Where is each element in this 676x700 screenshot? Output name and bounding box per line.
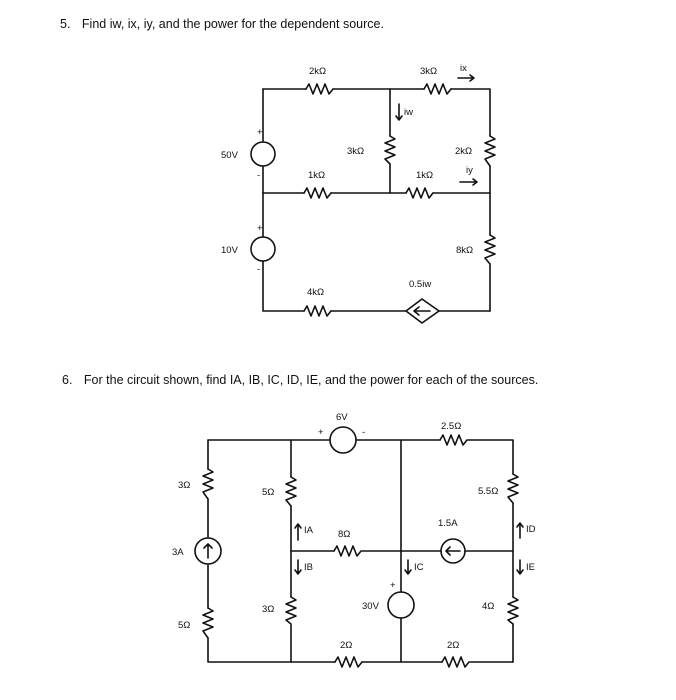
c6-label-plus-30v: + bbox=[390, 580, 396, 591]
c6-label-1-5a: 1.5A bbox=[438, 518, 458, 529]
problem-6-number: 6. bbox=[62, 373, 73, 387]
c5-resistor-2k-right bbox=[484, 135, 496, 167]
c5-voltage-source-50v bbox=[250, 141, 276, 167]
c5-label-1k-left: 1kΩ bbox=[308, 170, 325, 181]
c6-label-minus-6v: - bbox=[362, 427, 365, 438]
c5-label-2k-right: 2kΩ bbox=[455, 146, 472, 157]
c6-current-3a-arrow-icon bbox=[203, 543, 213, 559]
c5-resistor-1k-right bbox=[405, 187, 434, 199]
c5-label-plus-50: + bbox=[257, 127, 263, 138]
c5-voltage-source-10v bbox=[250, 236, 276, 262]
problem-5-number: 5. bbox=[60, 17, 71, 31]
c5-resistor-3k-vert bbox=[384, 135, 396, 165]
c5-resistor-8k-right bbox=[484, 234, 496, 265]
c5-label-50v: 50V bbox=[221, 150, 239, 161]
c6-label-ib: IB bbox=[304, 562, 313, 573]
c6-label-3-ohm-left: 3Ω bbox=[178, 480, 190, 491]
c6-label-ic: IC bbox=[414, 562, 424, 573]
c6-label-8-ohm: 8Ω bbox=[338, 529, 350, 540]
c5-arrow-ix-icon bbox=[457, 74, 475, 82]
c6-label-id: ID bbox=[526, 524, 536, 535]
c6-label-4-ohm: 4Ω bbox=[482, 601, 494, 612]
c5-label-1k-right: 1kΩ bbox=[416, 170, 433, 181]
c5-label-8k: 8kΩ bbox=[456, 245, 473, 256]
c5-resistor-1k-left bbox=[303, 187, 332, 199]
c5-wire-top bbox=[262, 88, 491, 137]
c6-wire-left-outer bbox=[207, 439, 336, 663]
c5-resistor-4k-bottom bbox=[303, 305, 332, 317]
problem-6-text: For the circuit shown, find IA, IB, IC, … bbox=[83, 373, 539, 387]
c5-label-plus-10: + bbox=[257, 223, 263, 234]
c6-resistor-2-bottom-right bbox=[441, 656, 470, 668]
c5-label-10v: 10V bbox=[221, 245, 239, 256]
c5-resistor-2k-top bbox=[305, 83, 334, 95]
c6-resistor-3-left-top bbox=[202, 468, 214, 500]
c6-resistor-5-left-bottom bbox=[202, 607, 214, 639]
c5-label-minus-50: - bbox=[257, 170, 260, 181]
c6-current-source-3a bbox=[194, 537, 222, 565]
c5-label-4k: 4kΩ bbox=[307, 287, 324, 298]
c6-label-2-ohm-left: 2Ω bbox=[340, 640, 352, 651]
c6-arrow-ia-icon bbox=[294, 523, 302, 541]
c6-label-plus-6v: + bbox=[318, 427, 324, 438]
c6-label-2-5-ohm: 2.5Ω bbox=[441, 421, 461, 432]
c6-resistor-3-inner bbox=[285, 596, 297, 625]
problem-6-statement: 6. For the circuit shown, find IA, IB, I… bbox=[62, 373, 538, 387]
c5-label-iw: iw bbox=[404, 107, 413, 118]
c6-label-30v: 30V bbox=[362, 601, 380, 612]
problem-5-text: Find iw, ix, iy, and the power for the d… bbox=[81, 17, 384, 31]
c6-resistor-5-5-right bbox=[507, 473, 519, 504]
c6-resistor-4-right bbox=[507, 596, 519, 625]
c5-arrow-iw-icon bbox=[395, 103, 403, 121]
c5-label-3k-vert: 3kΩ bbox=[347, 146, 364, 157]
c6-label-5-ohm-inner: 5Ω bbox=[262, 487, 274, 498]
c6-label-6v: 6V bbox=[336, 412, 348, 423]
c5-label-2k-top: 2kΩ bbox=[309, 66, 326, 77]
c5-label-3k-top: 3kΩ bbox=[420, 66, 437, 77]
c6-resistor-5-inner bbox=[285, 476, 297, 507]
c5-wire-left-lower bbox=[262, 192, 407, 312]
c6-resistor-2-5-top bbox=[439, 434, 468, 446]
c5-label-ix: ix bbox=[460, 63, 467, 74]
c6-wire-top bbox=[207, 439, 514, 475]
c6-arrow-ib-icon bbox=[294, 559, 302, 575]
c5-label-iy: iy bbox=[466, 165, 473, 176]
c6-label-3-ohm-inner: 3Ω bbox=[262, 604, 274, 615]
c6-current-source-1-5a bbox=[440, 538, 466, 564]
c5-label-dependent: 0.5iw bbox=[409, 279, 431, 290]
c5-dependent-arrow-icon bbox=[413, 306, 431, 316]
c6-voltage-source-30v bbox=[387, 591, 415, 619]
c6-label-ia: IA bbox=[304, 525, 314, 536]
c6-resistor-8 bbox=[333, 545, 362, 557]
c6-resistor-2-bottom-left bbox=[334, 656, 363, 668]
c5-arrow-iy-icon bbox=[459, 178, 478, 186]
c5-resistor-3k-top bbox=[423, 83, 452, 95]
c6-label-5-5-ohm: 5.5Ω bbox=[478, 486, 498, 497]
c6-current-1-5a-arrow-icon bbox=[445, 546, 461, 556]
c6-label-3a: 3A bbox=[172, 547, 184, 558]
c6-label-ie: IE bbox=[526, 562, 535, 573]
c5-dependent-source-diamond bbox=[405, 298, 440, 324]
c5-label-minus-10: - bbox=[257, 264, 260, 275]
c6-label-2-ohm-right: 2Ω bbox=[447, 640, 459, 651]
problem-5-statement: 5. Find iw, ix, iy, and the power for th… bbox=[60, 17, 384, 31]
c6-label-5-ohm-left: 5Ω bbox=[178, 620, 190, 631]
c6-arrow-ic-icon bbox=[404, 559, 412, 575]
c6-arrow-ie-icon bbox=[516, 559, 524, 575]
c6-voltage-source-6v bbox=[329, 426, 357, 454]
c6-arrow-id-icon bbox=[516, 522, 524, 539]
